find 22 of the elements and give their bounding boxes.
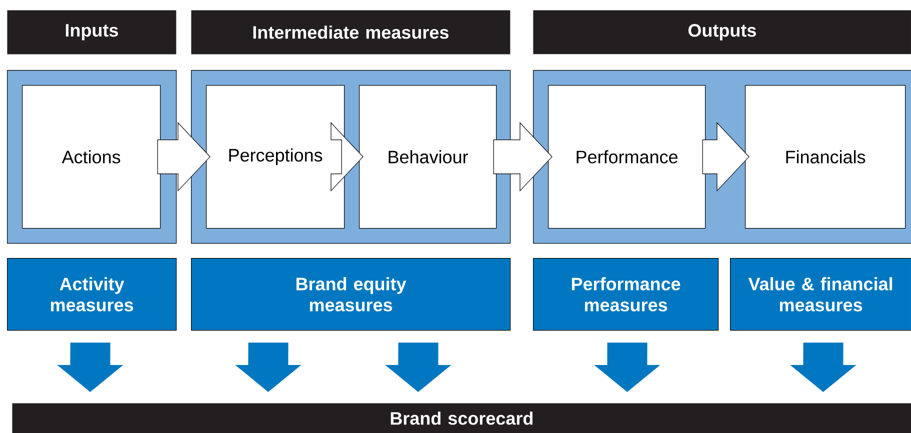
down-arrow bbox=[385, 342, 452, 392]
header-bar: Outputs bbox=[533, 10, 911, 54]
stage-box: Behaviour bbox=[359, 85, 497, 229]
measure-box: Activity measures bbox=[7, 258, 177, 331]
block-arrow bbox=[330, 122, 364, 192]
header-bar: Intermediate measures bbox=[191, 10, 510, 54]
measure-box: Brand equity measures bbox=[191, 258, 511, 331]
stage-box: Actions bbox=[22, 85, 161, 229]
down-arrow bbox=[57, 342, 124, 392]
down-arrow bbox=[235, 342, 302, 392]
block-arrow bbox=[157, 122, 210, 192]
measure-box: Value & financial measures bbox=[730, 258, 911, 331]
header-bar: Inputs bbox=[7, 10, 176, 54]
stage-box: Perceptions bbox=[206, 85, 345, 229]
down-arrow bbox=[594, 342, 660, 392]
down-arrow bbox=[790, 342, 856, 392]
measure-box: Performance measures bbox=[533, 258, 719, 331]
block-arrow bbox=[493, 122, 552, 192]
stage-box: Financials bbox=[745, 85, 906, 229]
block-arrow bbox=[702, 122, 750, 192]
header-bar: Brand scorecard bbox=[12, 403, 911, 433]
stage-box: Performance bbox=[548, 85, 706, 229]
